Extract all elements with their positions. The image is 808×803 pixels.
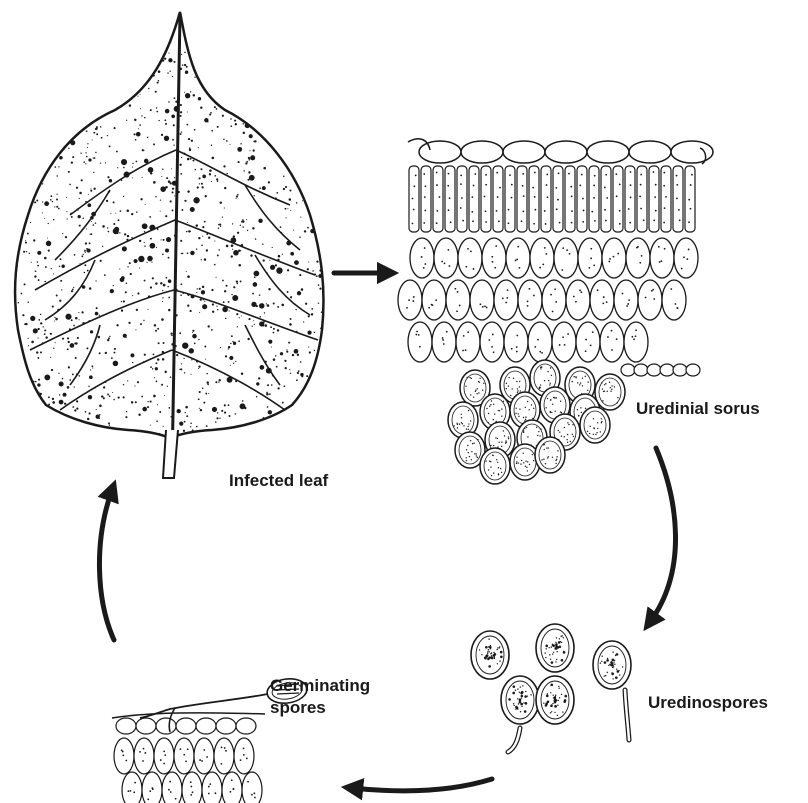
sorus-spore-mass xyxy=(448,360,625,484)
uredinial-sorus-label: Uredinial sorus xyxy=(636,398,760,420)
host-tissue-section xyxy=(112,713,265,803)
arrow-uredinospores-to-germinating xyxy=(352,779,492,791)
infected-leaf-illustration xyxy=(14,12,325,478)
arrow-germinating-to-leaf xyxy=(99,490,114,640)
uredinospores-label: Uredinospores xyxy=(648,692,768,714)
uredinial-sorus-illustration xyxy=(398,139,713,484)
uredinospores-illustration xyxy=(471,624,631,752)
palisade-layer xyxy=(409,166,695,232)
lower-epidermis xyxy=(621,364,700,376)
infected-leaf-label: Infected leaf xyxy=(229,470,328,492)
germinating-spores-label: Germinating spores xyxy=(270,675,410,719)
arrow-sorus-to-uredinospores xyxy=(650,448,676,622)
spongy-mesophyll xyxy=(398,238,698,362)
upper-epidermis xyxy=(408,139,713,164)
